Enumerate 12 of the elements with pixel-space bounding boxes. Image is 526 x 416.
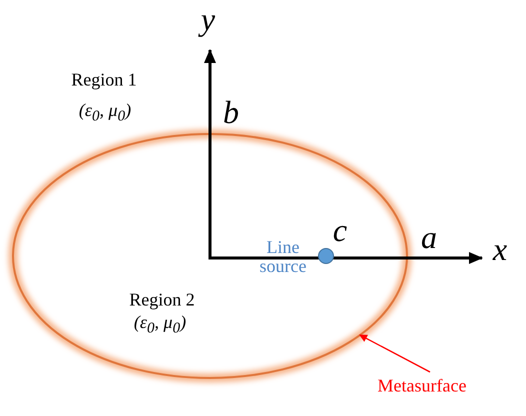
point-label: c: [332, 214, 348, 248]
parameter-label: (ε$_{0}$, μ$_{0}$): [78, 100, 132, 126]
dimension-label: a: [421, 221, 437, 255]
source-label: Line source: [258, 238, 308, 276]
axis-label: x: [492, 233, 508, 267]
axis-label: y: [200, 3, 216, 37]
dimension-label: b: [223, 96, 239, 130]
metasurface-label: Metasurface: [378, 376, 466, 396]
leader-arrow: [359, 334, 430, 373]
parameter-label: (ε$_{0}$, μ$_{0}$): [134, 312, 186, 338]
region-label: Region 1: [71, 70, 137, 90]
region-label: Region 2: [129, 290, 195, 310]
